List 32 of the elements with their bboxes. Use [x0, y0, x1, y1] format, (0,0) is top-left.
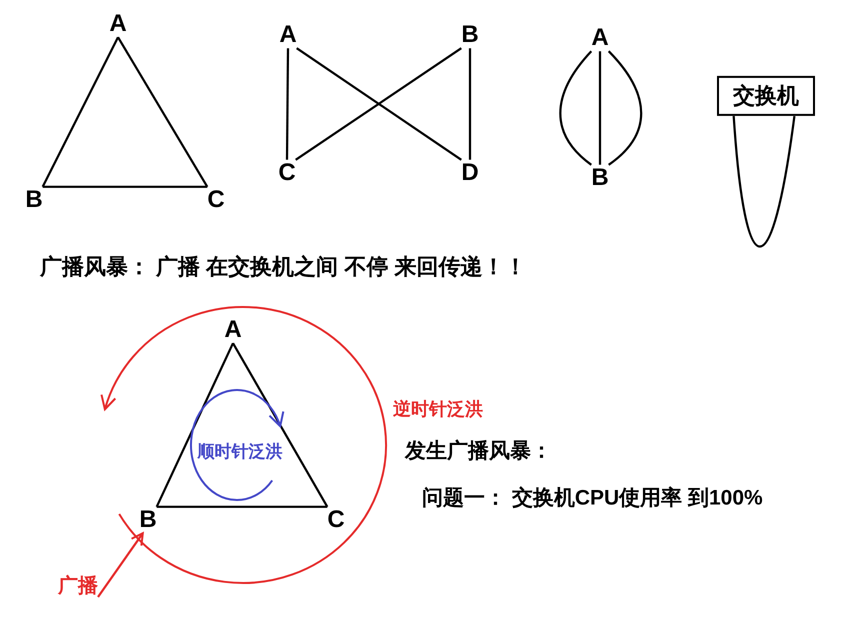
link-line [286, 48, 290, 160]
node-label: C [327, 506, 345, 534]
link-line [608, 50, 642, 166]
node-label: A [591, 24, 609, 52]
node-label: B [139, 506, 157, 534]
link-line [598, 51, 602, 165]
link-line [232, 342, 328, 508]
node-label: D [461, 160, 479, 186]
node-label: C [207, 186, 225, 214]
callout-text: 广播 [58, 575, 98, 597]
arrow [97, 532, 144, 598]
link-line [156, 506, 328, 508]
link-line [559, 50, 592, 166]
node-label: A [279, 22, 297, 48]
direction-label: 逆时针泛洪 [393, 399, 483, 421]
switch-box: 交换机 [717, 76, 815, 116]
link-line [156, 342, 234, 508]
link-line [42, 186, 208, 188]
node-label: A [109, 10, 127, 38]
link-line [117, 36, 208, 188]
loop-line [732, 116, 796, 248]
node-label: B [461, 22, 479, 48]
direction-label: 顺时针泛洪 [198, 442, 282, 462]
node-label: A [224, 316, 242, 344]
heading-text: 广播风暴： 广播 在交换机之间 不停 来回传递！！ [40, 254, 526, 280]
link-line [42, 36, 119, 188]
link-line [468, 48, 472, 160]
node-label: C [278, 160, 296, 186]
node-label: B [591, 164, 609, 192]
node-label: B [25, 186, 43, 214]
note-text: 问题一： 交换机CPU使用率 到100% [422, 485, 763, 511]
note-text: 发生广播风暴： [405, 438, 552, 464]
